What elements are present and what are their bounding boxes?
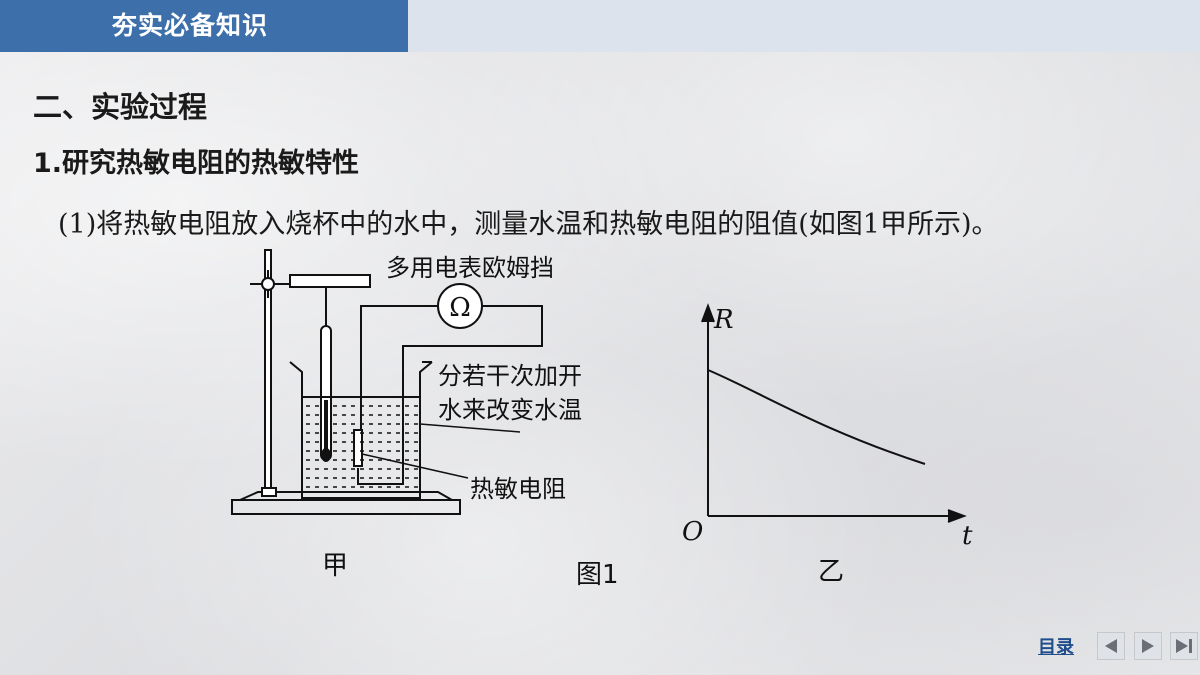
next-triangle-icon	[1142, 639, 1154, 653]
sub-title: 1.研究热敏电阻的热敏特性	[33, 148, 360, 179]
apparatus-diagram	[231, 249, 543, 515]
x-axis-label: t	[962, 521, 973, 551]
meter-label: 多用电表欧姆挡	[386, 254, 554, 282]
water-note-line2: 水来改变水温	[438, 396, 582, 424]
prev-triangle-icon	[1105, 639, 1117, 653]
toc-link[interactable]: 目录	[1038, 637, 1074, 658]
water-pattern	[306, 405, 418, 488]
next-button[interactable]	[1134, 632, 1162, 660]
header-tab-title: 夯实必备知识	[0, 0, 408, 52]
y-axis-arrow	[701, 303, 715, 323]
resistor-label: 热敏电阻	[470, 475, 566, 503]
last-button[interactable]	[1170, 632, 1198, 660]
section-title: 二、实验过程	[33, 90, 208, 124]
y-axis-label: R	[713, 305, 734, 335]
x-axis-arrow	[947, 509, 967, 523]
rt-graph	[701, 303, 967, 523]
figure-caption: 图1	[576, 560, 619, 590]
r-t-curve	[707, 369, 926, 465]
label-yi: 乙	[818, 557, 844, 587]
label-jia: 甲	[322, 551, 348, 581]
last-triangle-icon	[1176, 639, 1192, 653]
step-text: (1)将热敏电阻放入烧杯中的水中，测量水温和热敏电阻的阻值(如图1甲所示)。	[58, 209, 999, 240]
water-note-line1: 分若干次加开	[438, 362, 582, 390]
prev-button[interactable]	[1097, 632, 1125, 660]
origin-label: O	[682, 517, 703, 547]
ohm-symbol: Ω	[449, 293, 471, 323]
